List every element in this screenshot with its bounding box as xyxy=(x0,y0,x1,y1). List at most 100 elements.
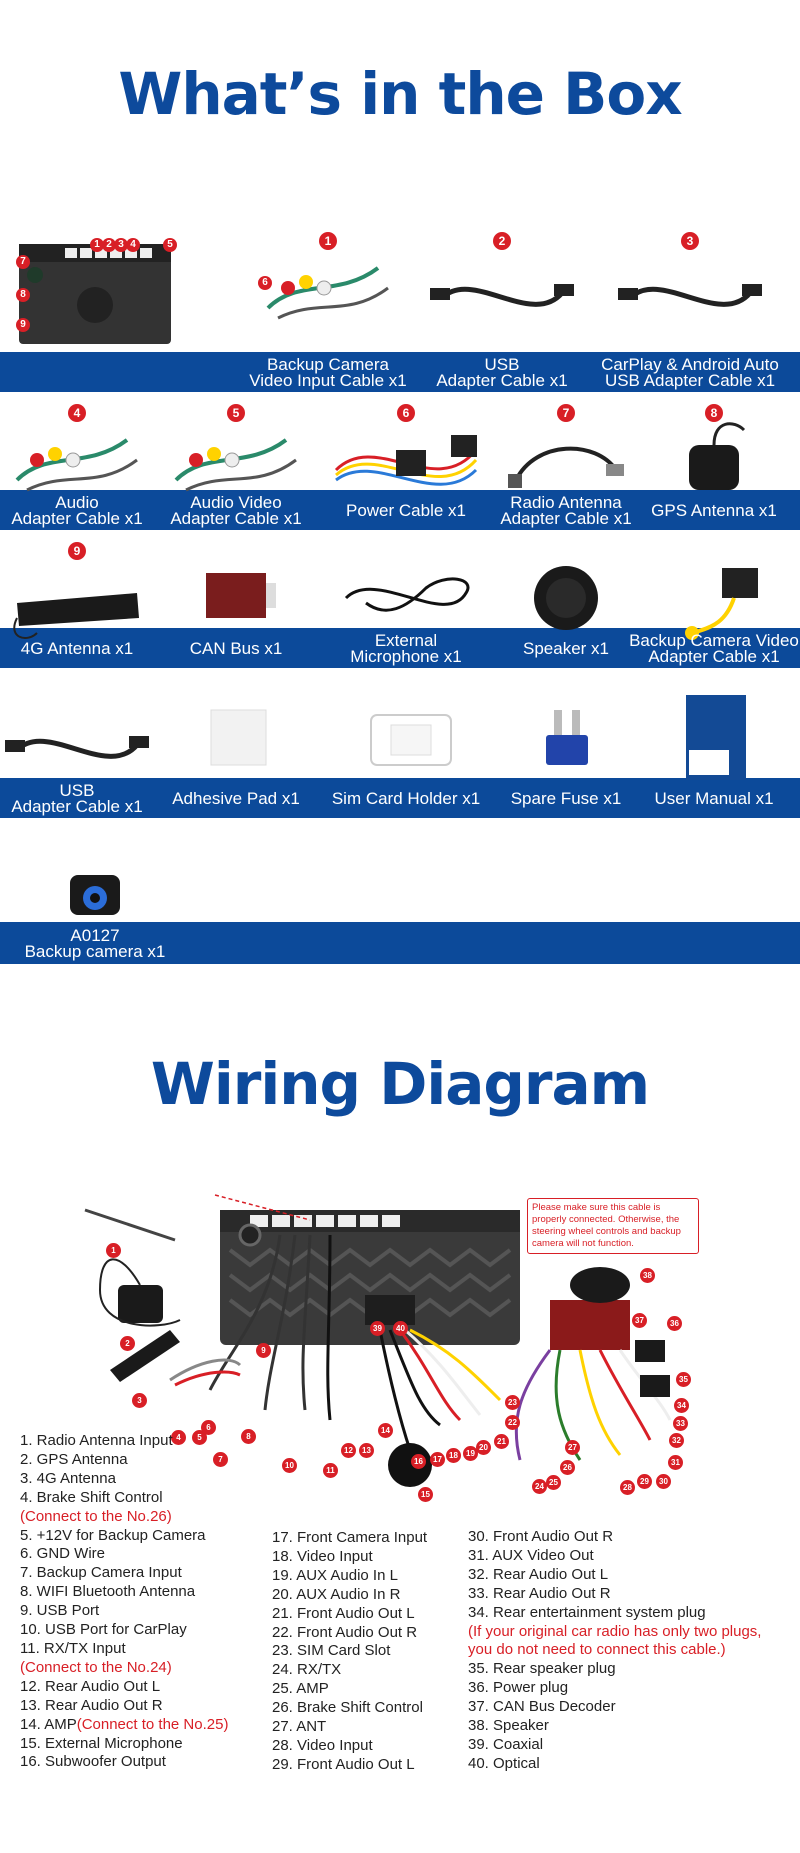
legend-entry: 37. CAN Bus Decoder xyxy=(468,1698,616,1716)
legend-entry: 3. 4G Antenna xyxy=(20,1469,116,1487)
legend-entry: 4. Brake Shift Control xyxy=(20,1488,163,1506)
wiring-callout-badge: 34 xyxy=(674,1398,689,1413)
wiring-callout-badge: 4 xyxy=(171,1430,186,1445)
wiring-callout-badge: 15 xyxy=(418,1487,433,1502)
port-number-badge: 2 xyxy=(102,238,116,252)
usb-cable-icon xyxy=(618,284,762,307)
wiring-callout-badge: 5 xyxy=(192,1430,207,1445)
legend-entry: 23. SIM Card Slot xyxy=(272,1642,391,1660)
legend-entry: 36. Power plug xyxy=(468,1679,569,1697)
legend-entry: 28. Video Input xyxy=(272,1736,373,1754)
legend-entry: 21. Front Audio Out L xyxy=(272,1604,415,1622)
legend-entry: 1. Radio Antenna Input xyxy=(20,1432,173,1449)
caption-band xyxy=(0,778,800,818)
microphone-icon xyxy=(344,577,470,612)
antenna-cable-icon xyxy=(508,446,624,488)
port-number-badge: 3 xyxy=(114,238,128,252)
wiring-callout-badge: 11 xyxy=(323,1463,338,1478)
wiring-warning-note: Please make sure this cable is properly … xyxy=(527,1198,699,1254)
item-number-badge: 5 xyxy=(227,404,245,422)
legend-entry: 40. Optical xyxy=(468,1754,540,1772)
legend-entry: 22. Front Audio Out R xyxy=(272,1623,418,1641)
rca-cable-icon xyxy=(174,438,297,492)
wiring-callout-badge: 10 xyxy=(282,1458,297,1473)
item-caption: External Microphone x1 xyxy=(350,631,462,666)
legend-entry: (If your original car radio has only two… xyxy=(468,1622,762,1640)
usb-cable-icon xyxy=(5,736,149,759)
port-number-badge: 7 xyxy=(16,255,30,269)
usb-cable-icon xyxy=(430,284,574,307)
wiring-callout-badge: 32 xyxy=(669,1433,684,1448)
wiring-callout-badge: 26 xyxy=(560,1460,575,1475)
legend-entry: 38. Speaker xyxy=(468,1717,549,1735)
port-number-badge: 8 xyxy=(16,288,30,302)
gps-antenna-icon xyxy=(689,422,746,490)
wiring-callout-badge: 35 xyxy=(676,1372,691,1387)
caption-band xyxy=(0,490,800,530)
legend-entry: 16. Subwoofer Output xyxy=(20,1753,166,1771)
port-number-badge: 5 xyxy=(163,238,177,252)
legend-entry: 9. USB Port xyxy=(20,1602,100,1620)
legend-entry: (Connect to the No.26) xyxy=(20,1507,172,1525)
wiring-callout-badge: 17 xyxy=(430,1452,445,1467)
legend-entry: 32. Rear Audio Out L xyxy=(468,1565,609,1583)
legend-entry: 15. External Microphone xyxy=(20,1734,183,1752)
legend-entry: 24. RX/TX xyxy=(272,1661,342,1679)
item-caption: CAN Bus x1 xyxy=(189,639,283,658)
legend-entry: 27. ANT xyxy=(272,1718,327,1736)
wiring-callout-badge: 9 xyxy=(256,1343,271,1358)
item-number-badge: 1 xyxy=(319,232,337,250)
item-number-badge: 8 xyxy=(705,404,723,422)
adhesive-pad-icon xyxy=(210,709,267,766)
wiring-callout-badge: 1 xyxy=(106,1243,121,1258)
item-caption: User Manual x1 xyxy=(654,789,774,808)
wiring-callout-badge: 22 xyxy=(505,1415,520,1430)
item-caption: Power Cable x1 xyxy=(345,501,466,520)
wiring-callout-badge: 29 xyxy=(637,1474,652,1489)
wiring-callout-badge: 25 xyxy=(546,1475,561,1490)
box-title: What’s in the Box xyxy=(118,60,682,128)
adapter-cable-icon xyxy=(685,568,758,640)
camera-icon xyxy=(70,875,120,915)
item-caption: Speaker x1 xyxy=(523,639,609,658)
legend-entry: 29. Front Audio Out L xyxy=(272,1755,415,1773)
legend-entry: (Connect to the No.24) xyxy=(20,1658,172,1676)
item-caption: CarPlay & Android Auto USB Adapter Cable… xyxy=(601,355,779,390)
wiring-callout-badge: 13 xyxy=(359,1443,374,1458)
fuse-icon xyxy=(546,710,588,765)
legend-entry: 5. +12V for Backup Camera xyxy=(20,1526,206,1544)
wiring-diagram xyxy=(84,1194,672,1487)
legend-entry: 31. AUX Video Out xyxy=(468,1546,594,1564)
manual-icon xyxy=(686,695,746,780)
caption-band xyxy=(0,352,800,392)
item-number-badge: 2 xyxy=(493,232,511,250)
wiring-callout-badge: 2 xyxy=(120,1336,135,1351)
item-caption: Sim Card Holder x1 xyxy=(331,789,481,808)
wiring-callout-badge: 39 xyxy=(370,1321,385,1336)
legend-entry: 35. Rear speaker plug xyxy=(468,1660,616,1678)
legend-entry: 12. Rear Audio Out L xyxy=(20,1677,161,1695)
item-number-badge: 3 xyxy=(681,232,699,250)
wiring-callout-badge: 18 xyxy=(446,1448,461,1463)
item-caption: Adhesive Pad x1 xyxy=(172,789,300,808)
legend-entry: 34. Rear entertainment system plug xyxy=(468,1603,706,1621)
wiring-callout-badge: 19 xyxy=(463,1446,478,1461)
legend-entry: 7. Backup Camera Input xyxy=(20,1564,182,1582)
item-caption: Backup Camera Video Input Cable x1 xyxy=(249,355,407,390)
port-number-badge: 6 xyxy=(258,276,272,290)
item-caption: Audio Adapter Cable x1 xyxy=(11,493,143,528)
legend-entry: 19. AUX Audio In L xyxy=(272,1566,398,1584)
legend-entry: you do not need to connect this cable.) xyxy=(468,1641,726,1659)
legend-entry: 6. GND Wire xyxy=(20,1545,106,1563)
wiring-callout-badge: 40 xyxy=(393,1321,408,1336)
wiring-callout-badge: 7 xyxy=(213,1452,228,1467)
legend-entry: 20. AUX Audio In R xyxy=(272,1585,401,1603)
item-caption: Radio Antenna Adapter Cable x1 xyxy=(500,493,632,528)
item-caption: USB Adapter Cable x1 xyxy=(436,355,568,390)
gps-antenna-image xyxy=(118,1285,163,1323)
power-harness-icon xyxy=(334,435,478,486)
legend-entry: 14. AMP(Connect to the No.25) xyxy=(20,1715,229,1733)
item-caption: Spare Fuse x1 xyxy=(510,789,622,808)
